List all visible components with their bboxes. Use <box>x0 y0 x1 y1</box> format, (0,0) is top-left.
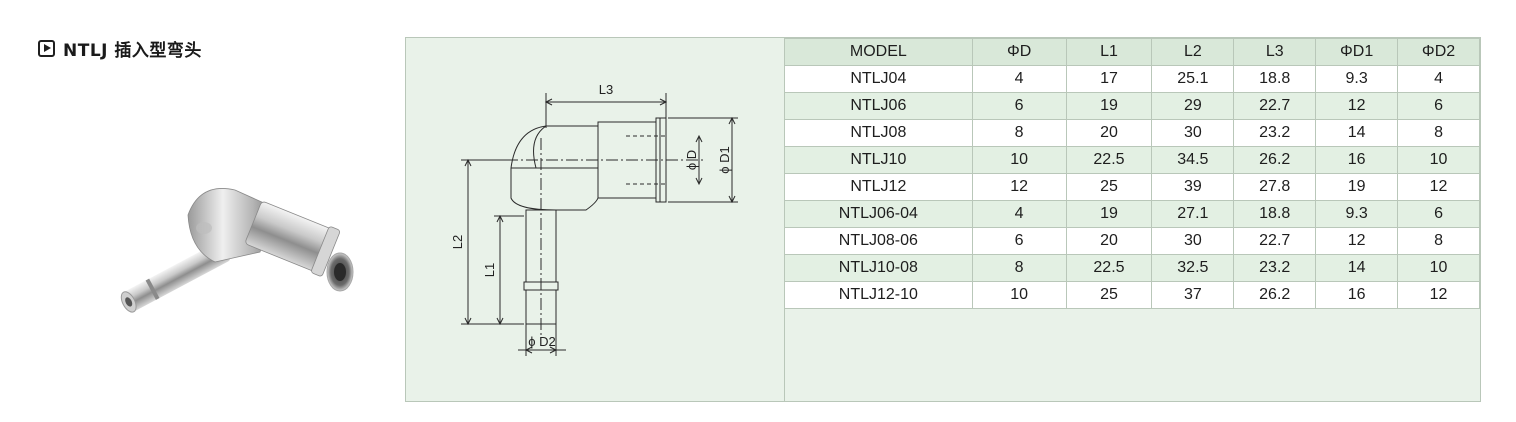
dim-label-l2: L2 <box>450 235 465 249</box>
table-cell: 10 <box>1397 254 1480 282</box>
table-cell: 4 <box>971 200 1067 228</box>
table-cell: 12 <box>1397 173 1480 201</box>
product-photo <box>120 188 354 313</box>
table-cell: 8 <box>971 254 1067 282</box>
table-cell: NTLJ04 <box>784 65 973 93</box>
table-cell: 19 <box>1315 173 1399 201</box>
table-cell: 25 <box>1065 281 1153 309</box>
table-cell: NTLJ06 <box>784 92 973 120</box>
table-cell: 34.5 <box>1151 146 1235 174</box>
table-cell: 39 <box>1151 173 1235 201</box>
table-cell: NTLJ12 <box>784 173 973 201</box>
table-cell: 12 <box>1315 92 1399 120</box>
table-cell: 22.5 <box>1065 146 1153 174</box>
table-cell: 26.2 <box>1233 146 1317 174</box>
table-cell: 16 <box>1315 146 1399 174</box>
table-cell: 9.3 <box>1315 65 1399 93</box>
table-cell: 22.5 <box>1065 254 1153 282</box>
table-cell: 14 <box>1315 254 1399 282</box>
table-cell: 37 <box>1151 281 1235 309</box>
table-cell: 10 <box>971 146 1067 174</box>
table-cell: 20 <box>1065 119 1153 147</box>
table-cell: 8 <box>1397 119 1480 147</box>
column-header: MODEL <box>784 38 973 66</box>
table-cell: 19 <box>1065 92 1153 120</box>
column-header: ΦD2 <box>1397 38 1480 66</box>
table-cell: 23.2 <box>1233 119 1317 147</box>
column-header: L3 <box>1233 38 1317 66</box>
table-cell: 25.1 <box>1151 65 1235 93</box>
table-cell: 4 <box>1397 65 1480 93</box>
technical-drawing-area: L3 L2 L1 ϕ D ϕ D1 ϕ D2 <box>406 38 785 401</box>
table-cell: 30 <box>1151 227 1235 255</box>
play-icon <box>38 40 55 57</box>
section-title: NTLJ 插入型弯头 <box>63 41 202 61</box>
table-cell: 23.2 <box>1233 254 1317 282</box>
table-cell: 27.8 <box>1233 173 1317 201</box>
table-cell: 6 <box>971 227 1067 255</box>
table-cell: NTLJ12-10 <box>784 281 973 309</box>
table-cell: 19 <box>1065 200 1153 228</box>
table-cell: 12 <box>971 173 1067 201</box>
table-cell: 14 <box>1315 119 1399 147</box>
column-header: L1 <box>1065 38 1153 66</box>
table-cell: 6 <box>1397 200 1480 228</box>
dim-label-d2: ϕ D2 <box>528 334 556 349</box>
table-cell: NTLJ10-08 <box>784 254 973 282</box>
table-cell: 16 <box>1315 281 1399 309</box>
technical-drawing: L3 L2 L1 ϕ D ϕ D1 ϕ D2 <box>450 82 738 356</box>
table-cell: 18.8 <box>1233 200 1317 228</box>
dim-label-l3: L3 <box>599 82 613 97</box>
table-cell: 6 <box>1397 92 1480 120</box>
table-cell: 22.7 <box>1233 227 1317 255</box>
table-cell: 8 <box>971 119 1067 147</box>
table-cell: 20 <box>1065 227 1153 255</box>
table-cell: 26.2 <box>1233 281 1317 309</box>
table-header-row: MODEL ΦD L1 L2 L3 ΦD1 ΦD2 <box>784 38 1480 66</box>
table-cell: 10 <box>1397 146 1480 174</box>
dim-label-d: ϕ D <box>684 150 699 170</box>
table-cell: NTLJ08 <box>784 119 973 147</box>
table-cell: 6 <box>971 92 1067 120</box>
table-cell: 27.1 <box>1151 200 1235 228</box>
table-cell: 12 <box>1397 281 1480 309</box>
table-cell: NTLJ10 <box>784 146 973 174</box>
table-cell: NTLJ06-04 <box>784 200 973 228</box>
dim-label-d1: ϕ D1 <box>717 146 732 174</box>
column-header: ΦD <box>971 38 1067 66</box>
table-cell: 8 <box>1397 227 1480 255</box>
table-cell: 10 <box>971 281 1067 309</box>
spec-panel: L3 L2 L1 ϕ D ϕ D1 ϕ D2 MODEL ΦD L1 L2 L3… <box>405 37 1481 402</box>
table-cell: 29 <box>1151 92 1235 120</box>
table-cell: 4 <box>971 65 1067 93</box>
dim-label-l1: L1 <box>482 263 497 277</box>
table-cell: 32.5 <box>1151 254 1235 282</box>
table-cell: NTLJ08-06 <box>784 227 973 255</box>
column-header: L2 <box>1151 38 1235 66</box>
table-cell: 17 <box>1065 65 1153 93</box>
table-cell: 9.3 <box>1315 200 1399 228</box>
table-cell: 22.7 <box>1233 92 1317 120</box>
column-header: ΦD1 <box>1315 38 1399 66</box>
table-cell: 18.8 <box>1233 65 1317 93</box>
table-cell: 25 <box>1065 173 1153 201</box>
section-heading: NTLJ 插入型弯头 <box>38 36 202 61</box>
table-cell: 30 <box>1151 119 1235 147</box>
table-cell: 12 <box>1315 227 1399 255</box>
